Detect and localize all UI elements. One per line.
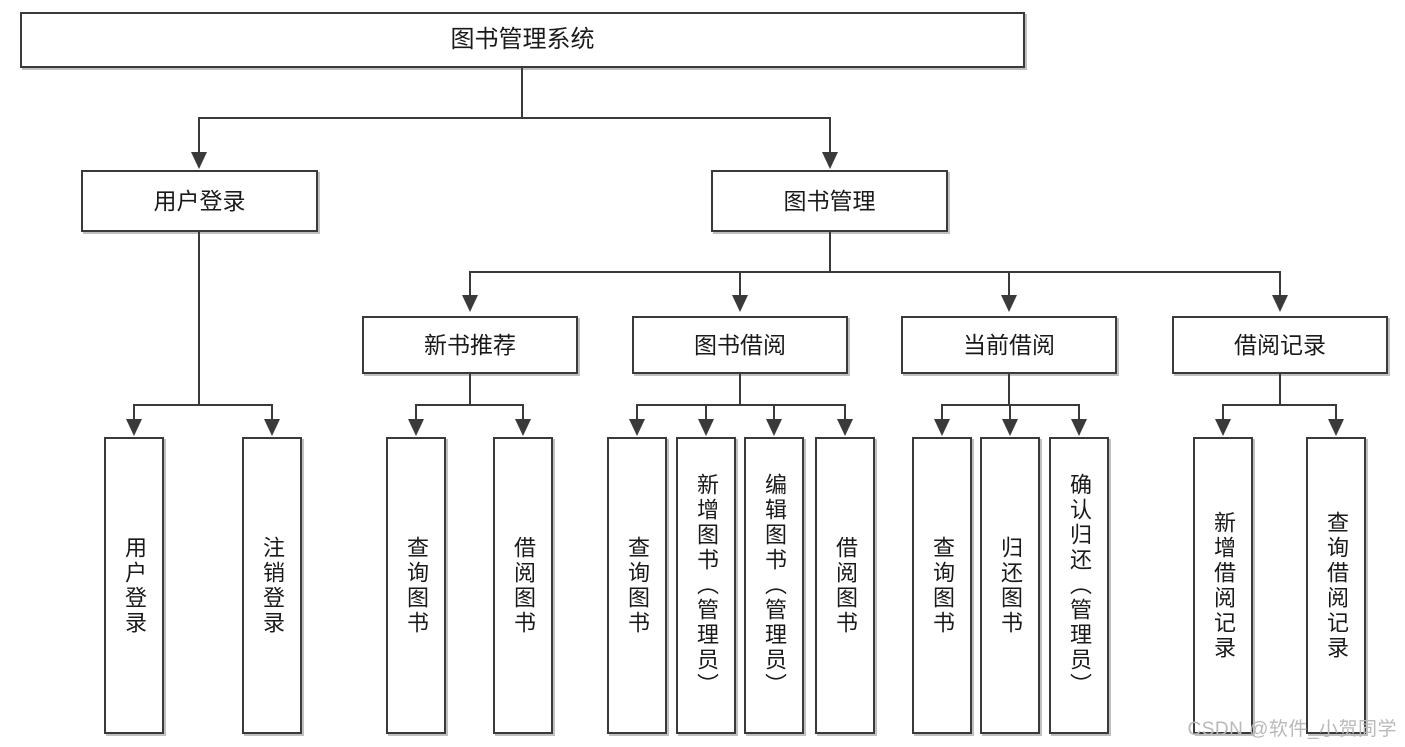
edge-drop-leaf-book-borrow-2 <box>773 404 775 420</box>
node-book-borrow[interactable]: 图书借阅 <box>632 316 848 374</box>
arrow-level3-2 <box>1001 295 1017 312</box>
edge-drop-level3-3 <box>1279 271 1281 296</box>
node-label: 图书管理系统 <box>450 26 595 54</box>
edge-drop-leaf-current-borrow-0 <box>941 404 943 420</box>
node-label: 用户登录 <box>153 187 246 214</box>
edge-drop-user-login <box>198 117 200 153</box>
node-label: 新增图书（管理员） <box>694 473 719 698</box>
node-label: 借阅记录 <box>1234 331 1326 358</box>
node-label: 图书借阅 <box>694 331 786 358</box>
leaf-current-borrow-0[interactable]: 查询图书 <box>912 437 972 734</box>
edge-drop-book-manage <box>829 117 831 153</box>
edge-drop-level3-2 <box>1008 271 1010 296</box>
node-label: 用户登录 <box>122 535 147 636</box>
node-label: 新增借阅记录 <box>1211 510 1236 661</box>
edge-drop-leaf-current-borrow-1 <box>1009 404 1011 420</box>
arrow-leaf-current-borrow-0 <box>934 419 950 436</box>
node-label: 确认归还（管理员） <box>1067 473 1092 698</box>
edge-drop-leaf-new-book-1 <box>522 404 524 420</box>
node-book-management[interactable]: 图书管理 <box>711 170 948 232</box>
edge-user-login-stem <box>198 232 200 405</box>
edge-drop-leaf-borrow-record-0 <box>1222 404 1224 420</box>
leaf-new-book-0[interactable]: 查询图书 <box>386 437 446 734</box>
arrow-leaf-borrow-record-0 <box>1215 419 1231 436</box>
leaf-book-borrow-0[interactable]: 查询图书 <box>607 437 667 734</box>
leaf-current-borrow-1[interactable]: 归还图书 <box>980 437 1040 734</box>
arrow-leaf-current-borrow-1 <box>1002 419 1018 436</box>
leaf-new-book-1[interactable]: 借阅图书 <box>493 437 553 734</box>
arrow-leaf-current-borrow-2 <box>1071 419 1087 436</box>
leaf-book-borrow-1[interactable]: 新增图书（管理员） <box>676 437 736 734</box>
node-label: 新书推荐 <box>424 331 516 358</box>
edge-level2-bus <box>198 117 831 119</box>
edge-book-borrow-bus <box>636 404 846 406</box>
node-new-book-recommend[interactable]: 新书推荐 <box>362 316 578 374</box>
edge-drop-leaf-book-borrow-0 <box>636 404 638 420</box>
edge-borrow-record-bus <box>1222 404 1337 406</box>
arrow-leaf-new-book-0 <box>408 419 424 436</box>
edge-level3-bus <box>469 271 1281 273</box>
leaf-borrow-record-0[interactable]: 新增借阅记录 <box>1193 437 1253 734</box>
arrow-leaf-book-borrow-1 <box>698 419 714 436</box>
edge-new-book-bus <box>415 404 524 406</box>
edge-drop-level3-1 <box>739 271 741 296</box>
node-label: 查询图书 <box>625 535 650 636</box>
node-label: 借阅图书 <box>833 535 858 636</box>
edge-new-book-stem <box>469 374 471 405</box>
arrow-leaf-book-borrow-2 <box>766 419 782 436</box>
leaf-current-borrow-2[interactable]: 确认归还（管理员） <box>1049 437 1109 734</box>
edge-drop-leaf-borrow-record-1 <box>1335 404 1337 420</box>
leaf-user-login-1[interactable]: 注销登录 <box>242 437 302 734</box>
leaf-user-login-0[interactable]: 用户登录 <box>104 437 164 734</box>
node-user-login[interactable]: 用户登录 <box>81 170 318 232</box>
edge-drop-leaf-new-book-0 <box>415 404 417 420</box>
edge-current-borrow-stem <box>1008 374 1010 405</box>
arrow-level3-3 <box>1272 295 1288 312</box>
edge-borrow-record-stem <box>1279 374 1281 405</box>
arrow-leaf-new-book-1 <box>515 419 531 436</box>
arrow-leaf-user-login-1 <box>264 419 280 436</box>
node-label: 查询图书 <box>404 535 429 636</box>
arrow-leaf-user-login-0 <box>126 419 142 436</box>
edge-root-stem <box>521 68 523 118</box>
arrow-user-login <box>191 152 207 169</box>
edge-drop-leaf-book-borrow-3 <box>844 404 846 420</box>
node-label: 注销登录 <box>260 535 285 636</box>
edge-book-borrow-stem <box>739 374 741 405</box>
arrow-leaf-borrow-record-1 <box>1328 419 1344 436</box>
node-label: 查询借阅记录 <box>1324 510 1349 661</box>
node-label: 编辑图书（管理员） <box>762 473 787 698</box>
node-root-system[interactable]: 图书管理系统 <box>20 12 1025 68</box>
arrow-book-manage <box>822 152 838 169</box>
edge-book-manage-stem <box>829 232 831 272</box>
node-borrow-record[interactable]: 借阅记录 <box>1172 316 1388 374</box>
arrow-level3-0 <box>462 295 478 312</box>
arrow-leaf-book-borrow-0 <box>629 419 645 436</box>
arrow-level3-1 <box>732 295 748 312</box>
node-current-borrow[interactable]: 当前借阅 <box>901 316 1117 374</box>
edge-drop-leaf-user-login-0 <box>133 404 135 420</box>
arrow-leaf-book-borrow-3 <box>837 419 853 436</box>
leaf-borrow-record-1[interactable]: 查询借阅记录 <box>1306 437 1366 734</box>
leaf-book-borrow-2[interactable]: 编辑图书（管理员） <box>744 437 804 734</box>
node-label: 借阅图书 <box>511 535 536 636</box>
node-label: 查询图书 <box>930 535 955 636</box>
edge-drop-leaf-user-login-1 <box>271 404 273 420</box>
edge-user-login-bus <box>133 404 273 406</box>
leaf-book-borrow-3[interactable]: 借阅图书 <box>815 437 875 734</box>
node-label: 当前借阅 <box>963 331 1055 358</box>
node-label: 图书管理 <box>783 187 876 214</box>
node-label: 归还图书 <box>998 535 1023 636</box>
edge-drop-leaf-book-borrow-1 <box>705 404 707 420</box>
edge-drop-leaf-current-borrow-2 <box>1078 404 1080 420</box>
edge-drop-level3-0 <box>469 271 471 296</box>
